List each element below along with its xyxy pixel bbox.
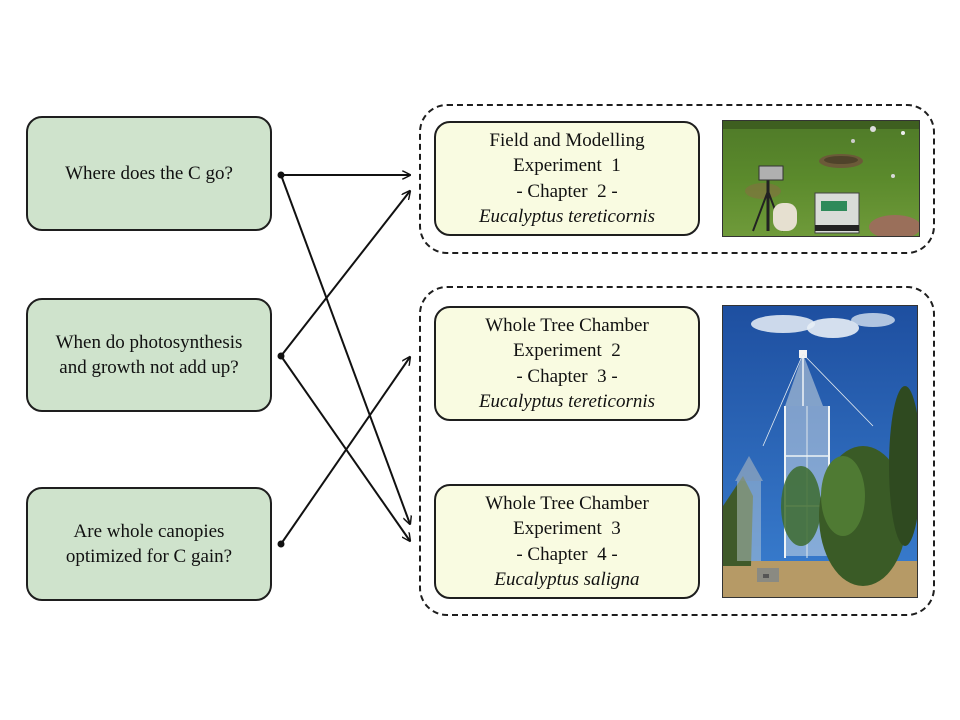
arrow-q2-to-e3 [280, 355, 410, 541]
experiment-chapter: - Chapter 4 - [516, 543, 618, 565]
experiment-species: Eucalyptus saligna [494, 569, 640, 590]
experiment-type: Whole Tree Chamber [485, 492, 649, 514]
experiment-chapter: - Chapter 2 - [516, 180, 618, 202]
whole-tree-chamber-photo [722, 305, 918, 598]
field-experiment-photo [722, 120, 920, 237]
question-box-canopy-optimization: Are whole canopies optimized for C gain? [26, 487, 272, 601]
connector-dot-q1 [277, 171, 285, 179]
field-experiment-group [419, 104, 935, 254]
experiment-number: Experiment 2 [513, 340, 621, 361]
question-line: When do photosynthesis [55, 332, 243, 353]
question-line: optimized for C gain? [65, 546, 233, 567]
arrow-q3-to-e2 [280, 357, 410, 545]
experiment-type: Field and Modelling [489, 129, 645, 151]
connector-dot-q3 [277, 540, 285, 548]
arrow-q2-to-e1 [280, 191, 410, 357]
experiment-number: Experiment 1 [513, 155, 621, 176]
connector-dot-q2 [277, 352, 285, 360]
experiment-number: Experiment 3 [513, 518, 621, 539]
experiment-species: Eucalyptus tereticornis [478, 391, 656, 412]
question-line: and growth not add up? [59, 357, 239, 378]
question-line: Where does the C go? [65, 163, 233, 184]
question-box-carbon-allocation: Where does the C go? [26, 116, 272, 231]
chamber-experiments-group [419, 286, 935, 616]
experiment-species: Eucalyptus tereticornis [478, 206, 656, 227]
question-line: Are whole canopies [73, 521, 225, 542]
experiment-chapter: - Chapter 3 - [516, 365, 618, 387]
arrow-q1-to-e3 [280, 174, 410, 524]
question-box-photosynthesis-growth: When do photosynthesis and growth not ad… [26, 298, 272, 412]
experiment-box-1: Field and Modelling Experiment 1 - Chapt… [434, 121, 700, 236]
experiment-box-2: Whole Tree Chamber Experiment 2 - Chapte… [434, 306, 700, 421]
experiment-box-3: Whole Tree Chamber Experiment 3 - Chapte… [434, 484, 700, 599]
experiment-type: Whole Tree Chamber [485, 314, 649, 336]
